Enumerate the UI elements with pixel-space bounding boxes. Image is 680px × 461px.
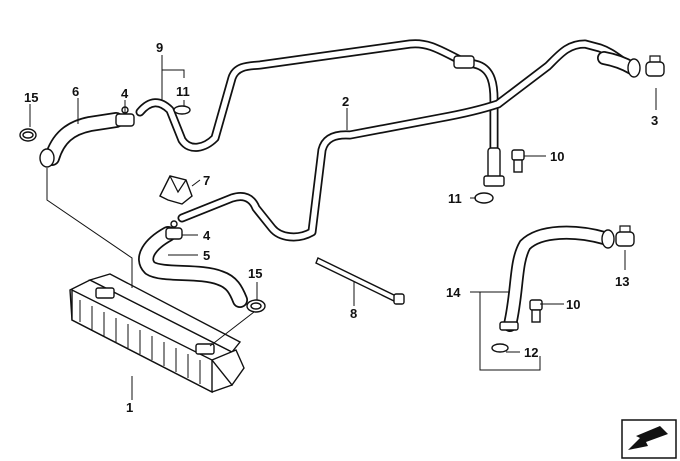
callout-2: 2 bbox=[342, 94, 349, 109]
oil-line-upper bbox=[135, 39, 499, 153]
hose-6-end bbox=[39, 148, 55, 168]
callout-10-upper: 10 bbox=[550, 149, 564, 164]
orientation-arrow-icon bbox=[621, 419, 677, 459]
callout-10-lower: 10 bbox=[566, 297, 580, 312]
hose-6 bbox=[39, 112, 124, 168]
callout-13: 13 bbox=[615, 274, 629, 289]
hose-end-3 bbox=[597, 51, 641, 78]
callout-7: 7 bbox=[203, 173, 210, 188]
callout-4-lower: 4 bbox=[203, 228, 211, 243]
leader-lines bbox=[29, 55, 657, 400]
callout-1: 1 bbox=[126, 400, 133, 415]
callout-15-lower: 15 bbox=[248, 266, 262, 281]
bolt-10-upper bbox=[511, 149, 525, 173]
o-ring-12 bbox=[491, 343, 509, 353]
pipe-fitting-lower bbox=[487, 147, 501, 179]
oil-line-lower bbox=[177, 39, 635, 242]
clamp-13 bbox=[615, 225, 635, 247]
o-ring-11-upper bbox=[173, 105, 191, 115]
pipe-union bbox=[453, 55, 475, 69]
callout-4-upper: 4 bbox=[121, 86, 129, 101]
oil-cooler-1 bbox=[69, 273, 245, 394]
cooler-fins bbox=[79, 300, 201, 384]
bolt-10-lower bbox=[529, 299, 543, 323]
callout-11-upper: 11 bbox=[176, 84, 190, 99]
callout-15-upper: 15 bbox=[24, 90, 38, 105]
callout-3: 3 bbox=[651, 113, 658, 128]
hose-clamp-15-lower bbox=[246, 299, 266, 313]
callout-12: 12 bbox=[524, 345, 538, 360]
callout-11-lower: 11 bbox=[448, 191, 462, 206]
callout-8: 8 bbox=[350, 306, 357, 321]
hose-clamp-15-upper bbox=[19, 128, 37, 142]
hose-clamp-4-lower bbox=[165, 220, 183, 240]
hose-14 bbox=[499, 225, 615, 332]
hose-14-flange bbox=[499, 321, 519, 331]
callout-9: 9 bbox=[156, 40, 163, 55]
callout-5: 5 bbox=[203, 248, 210, 263]
clamp-3 bbox=[645, 55, 665, 77]
o-ring-11-lower bbox=[474, 192, 494, 204]
hose-14-end bbox=[601, 229, 615, 249]
hose-5 bbox=[138, 226, 248, 308]
callout-6: 6 bbox=[72, 84, 79, 99]
bracket-7 bbox=[159, 175, 193, 205]
cable-tie-8 bbox=[315, 257, 405, 305]
callout-14: 14 bbox=[446, 285, 461, 300]
